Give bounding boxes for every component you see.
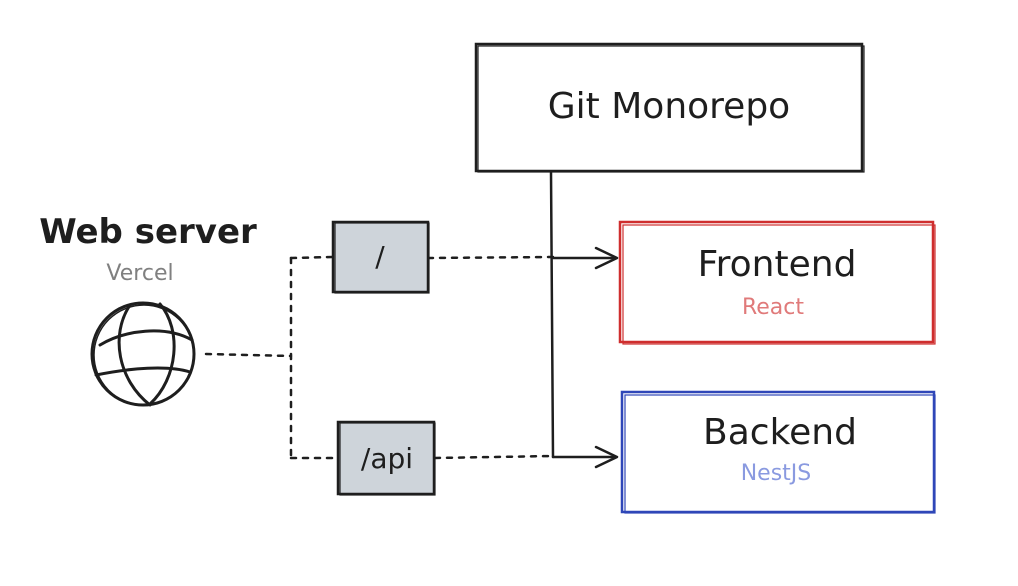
- git-monorepo-title: Git Monorepo: [548, 86, 790, 127]
- repo-connectors: [549, 170, 619, 469]
- backend-subtitle: NestJS: [741, 461, 812, 486]
- route-root-label: /: [375, 240, 385, 273]
- route-api-label: /api: [361, 442, 413, 475]
- frontend-subtitle: React: [742, 295, 804, 320]
- dashed-connectors: [204, 255, 555, 460]
- globe-icon: [90, 301, 196, 407]
- web-server-title: Web server: [39, 212, 257, 252]
- backend-title: Backend: [703, 412, 857, 453]
- route-api: /api: [336, 420, 436, 496]
- route-root: /: [331, 220, 430, 294]
- frontend-title: Frontend: [698, 244, 857, 285]
- backend-box: Backend NestJS: [620, 390, 936, 514]
- git-monorepo-box: Git Monorepo: [474, 42, 865, 173]
- frontend-box: Frontend React: [618, 220, 936, 345]
- web-server-subtitle: Vercel: [106, 261, 173, 286]
